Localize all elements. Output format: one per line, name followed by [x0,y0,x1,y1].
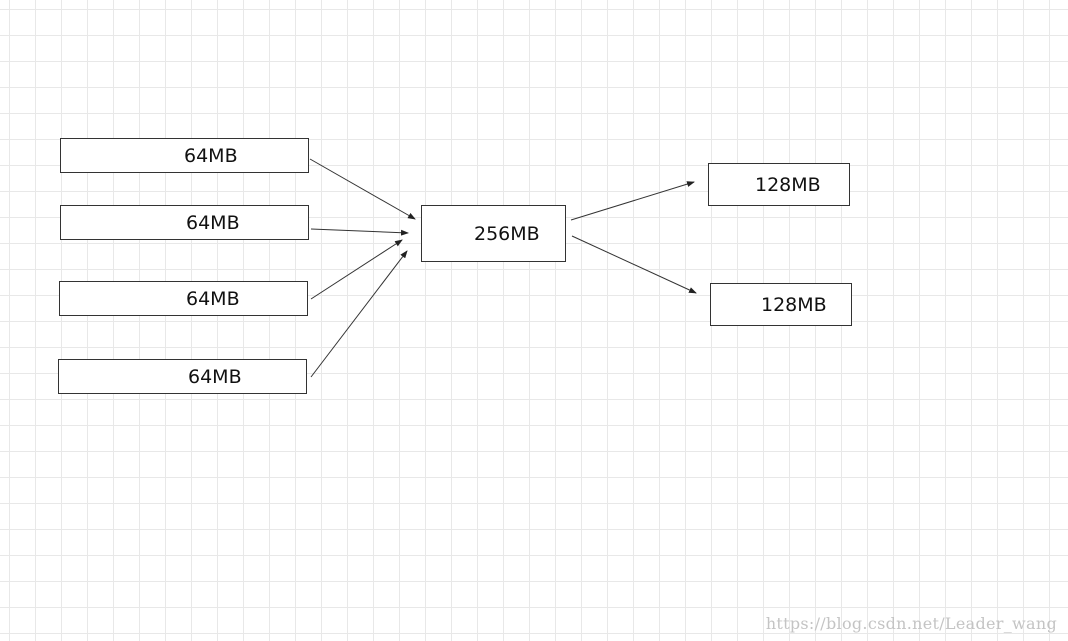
input-block-3-label: 64MB [186,287,240,310]
arrow-input-1-to-merged [309,158,416,220]
input-block-3: 64MB [59,281,308,316]
arrow-input-3-to-merged [310,239,403,300]
output-block-2: 128MB [710,283,852,326]
input-block-1-label: 64MB [184,144,238,167]
input-block-2-label: 64MB [186,211,240,234]
input-block-4: 64MB [58,359,307,394]
arrow-merged-to-output-2 [571,235,697,294]
output-block-2-label: 128MB [761,293,827,316]
input-block-1: 64MB [60,138,309,173]
arrow-merged-to-output-1 [570,181,695,221]
output-block-1-label: 128MB [755,173,821,196]
merged-block: 256MB [421,205,566,262]
arrow-input-2-to-merged [310,228,409,236]
output-block-1: 128MB [708,163,850,206]
input-block-2: 64MB [60,205,309,240]
merged-block-label: 256MB [474,222,540,245]
arrow-input-4-to-merged [310,250,408,378]
watermark-text: https://blog.csdn.net/Leader_wang [765,614,1057,633]
input-block-4-label: 64MB [188,365,242,388]
